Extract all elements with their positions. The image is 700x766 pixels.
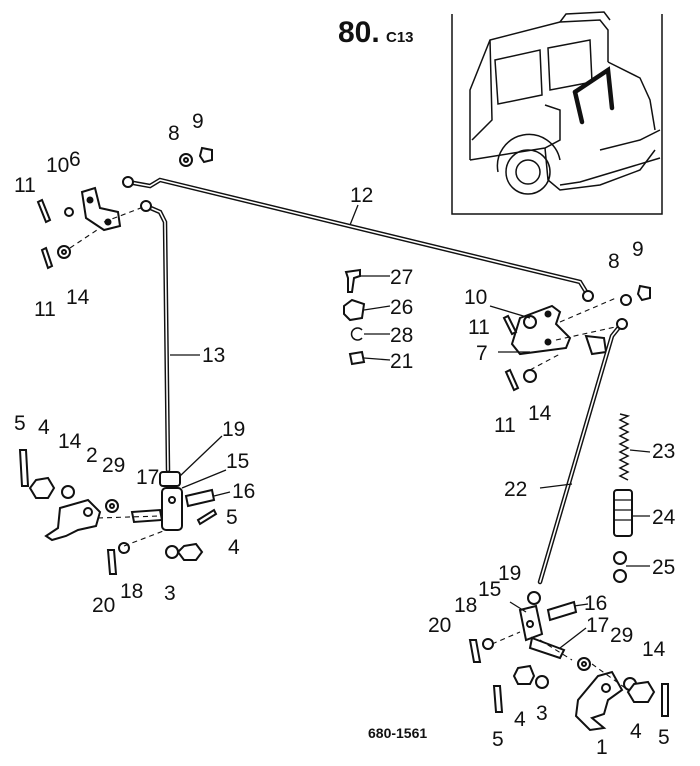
label-11-b: 11 [34,298,56,321]
label-23: 23 [652,440,675,463]
label-7: 7 [476,342,488,365]
label-17-b: 17 [586,614,609,637]
label-8-b: 8 [608,250,620,273]
vertical-rod-13 [140,200,200,473]
label-4-a: 4 [38,416,50,439]
label-9-b: 9 [632,238,644,261]
label-1: 1 [596,736,608,759]
left-upper-lever [36,186,147,270]
label-16-b: 16 [584,592,607,615]
label-29-a: 29 [102,454,125,477]
label-5-b: 5 [226,506,238,529]
label-28: 28 [390,324,413,347]
label-15-a: 15 [226,450,249,473]
left-lower-group [18,435,231,575]
section-code: C13 [386,29,414,46]
right-upper-lever [489,284,651,392]
label-19-a: 19 [222,418,245,441]
label-15-b: 15 [478,578,501,601]
spring-group [613,413,651,583]
label-2: 2 [86,444,98,467]
label-5-a: 5 [14,412,26,435]
label-6: 6 [69,148,81,171]
label-25: 25 [652,556,675,579]
label-10-b: 10 [464,286,487,309]
label-8-a: 8 [168,122,180,145]
right-lower-group [468,591,669,732]
label-4-b: 4 [228,536,240,559]
label-19-b: 19 [498,562,521,585]
label-21: 21 [390,350,413,373]
label-11-a: 11 [14,174,36,197]
label-11-c: 11 [468,316,490,339]
label-26: 26 [390,296,413,319]
label-14-c: 14 [58,430,82,453]
label-20-b: 20 [428,614,451,637]
label-9-a: 9 [192,110,204,133]
label-14-b: 14 [528,402,552,425]
truck-cab-inset [451,11,663,215]
drawing-code: 680-1561 [368,725,427,741]
label-14-d: 14 [642,638,666,661]
label-12: 12 [350,184,373,207]
page-number: 80. [338,16,380,49]
label-14-a: 14 [66,286,90,309]
label-18-a: 18 [120,580,143,603]
label-4-c: 4 [514,708,526,731]
label-16-a: 16 [232,480,255,503]
clip-assembly [343,268,391,366]
label-29-b: 29 [610,624,633,647]
label-3-a: 3 [164,582,176,605]
label-4-d: 4 [630,720,642,743]
label-3-b: 3 [536,702,548,725]
label-24: 24 [652,506,676,529]
label-5-d: 5 [658,726,670,749]
label-11-d: 11 [494,414,516,437]
label-5-c: 5 [492,728,504,751]
label-13: 13 [202,344,225,367]
upper-left-nut-washer [179,146,213,167]
label-20-a: 20 [92,594,115,617]
label-22: 22 [504,478,527,501]
label-27: 27 [390,266,413,289]
right-rod-22 [537,318,628,585]
label-17-a: 17 [136,466,159,489]
cross-rod-12 [122,176,594,302]
label-10-a: 10 [46,154,69,177]
label-18-b: 18 [454,594,477,617]
